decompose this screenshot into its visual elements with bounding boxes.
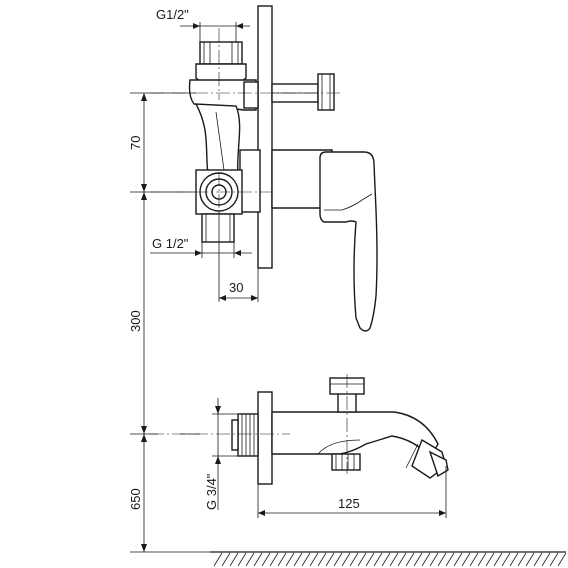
hatch-line (549, 552, 559, 567)
dim-label-mixer-height: 300 (128, 310, 143, 332)
hatch-line (285, 552, 295, 567)
dimension-inlet-spacing: 70 (128, 92, 196, 193)
hatch-line (253, 552, 263, 567)
mixer-body-side-view (150, 5, 378, 332)
dimension-wall-offset: 30 (218, 212, 259, 302)
hatch-line (453, 552, 463, 567)
hatch-line (245, 552, 255, 567)
hatch-line (557, 552, 567, 567)
hatch-line (413, 552, 423, 567)
spout-flange (257, 391, 273, 485)
hatch-line (493, 552, 503, 567)
dim-label-spout-length: 125 (338, 496, 360, 511)
dim-label-inlet-spacing: 70 (128, 136, 143, 150)
hatch-line (509, 552, 519, 567)
hatch-line (501, 552, 511, 567)
dimension-spout-thread: G 3/4" (180, 398, 238, 510)
upper-elbow (188, 79, 257, 111)
hatch-line (325, 552, 335, 567)
floor-hatch (210, 551, 567, 567)
hatch-line (477, 552, 487, 567)
hatch-line (485, 552, 495, 567)
dim-label-bottom-thread: G 1/2" (152, 236, 189, 251)
hatch-line (533, 552, 543, 567)
hatch-line (333, 552, 343, 567)
hatch-line (541, 552, 551, 567)
diverter-knob (317, 73, 335, 111)
hatch-line (373, 552, 383, 567)
dim-label-spout-thread: G 3/4" (204, 473, 219, 510)
lever-handle (319, 151, 378, 332)
hatch-line (341, 552, 351, 567)
hatch-line (261, 552, 271, 567)
hatch-line (381, 552, 391, 567)
hatch-line (421, 552, 431, 567)
dim-label-top-thread: G1/2" (156, 7, 189, 22)
dimension-vertical-chain: 300 650 (128, 192, 210, 553)
wall-plate (257, 5, 273, 269)
spout-thread-connector (237, 413, 259, 457)
hatch-line (389, 552, 399, 567)
hatch-line (469, 552, 479, 567)
hatch-line (317, 552, 327, 567)
hatch-line (445, 552, 455, 567)
spout-body (271, 411, 439, 460)
hatch-line (221, 552, 231, 567)
hatch-line (525, 552, 535, 567)
hatch-line (277, 552, 287, 567)
hatch-line (517, 552, 527, 567)
hatch-line (461, 552, 471, 567)
dim-label-spout-height: 650 (128, 488, 143, 510)
hatch-line (357, 552, 367, 567)
cartridge-housing (239, 149, 261, 213)
dimension-spout-length: 125 (257, 466, 447, 518)
hatch-line (309, 552, 319, 567)
dimension-bottom-thread: G 1/2" (150, 236, 252, 258)
hatch-line (229, 552, 239, 567)
hatch-line (405, 552, 415, 567)
dimension-top-thread: G1/2" (156, 7, 250, 42)
connecting-tube (194, 103, 241, 176)
dim-label-wall-offset: 30 (229, 280, 243, 295)
hatch-line (349, 552, 359, 567)
top-inlet-fitting (199, 41, 243, 65)
hatch-line (293, 552, 303, 567)
hatch-line (437, 552, 447, 567)
hatch-line (429, 552, 439, 567)
hatch-line (397, 552, 407, 567)
hatch-line (365, 552, 375, 567)
hatch-line (269, 552, 279, 567)
hatch-line (301, 552, 311, 567)
spout-side-view (150, 374, 449, 485)
bottom-inlet-fitting (201, 213, 235, 243)
hatch-line (237, 552, 247, 567)
spout-hose-outlet (331, 453, 361, 471)
hatch-line (213, 552, 223, 567)
